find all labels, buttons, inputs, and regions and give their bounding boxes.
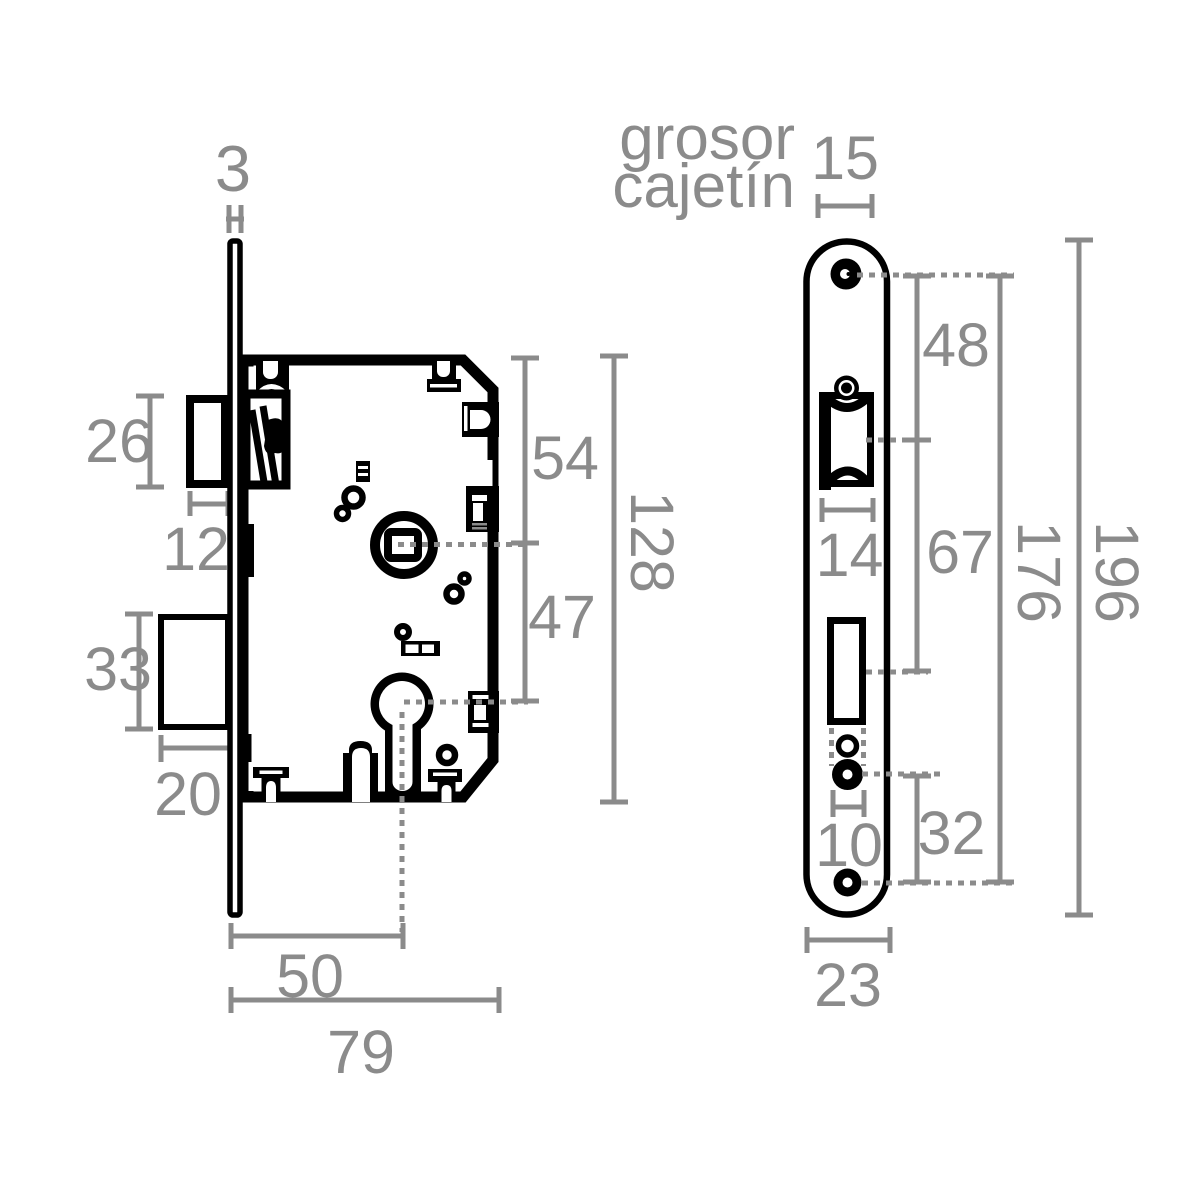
svg-text:3: 3 xyxy=(215,132,251,205)
svg-text:47: 47 xyxy=(528,583,596,651)
svg-text:20: 20 xyxy=(154,760,222,828)
svg-text:54: 54 xyxy=(531,424,599,492)
svg-text:26: 26 xyxy=(85,407,153,475)
svg-text:67: 67 xyxy=(926,518,994,586)
svg-text:15: 15 xyxy=(811,124,879,192)
svg-text:23: 23 xyxy=(814,951,882,1019)
svg-text:cajetín: cajetín xyxy=(612,152,795,221)
svg-text:32: 32 xyxy=(918,799,986,867)
svg-text:50: 50 xyxy=(276,942,344,1010)
svg-text:14: 14 xyxy=(816,521,884,589)
svg-text:33: 33 xyxy=(84,635,152,703)
svg-text:10: 10 xyxy=(815,811,883,879)
svg-text:176: 176 xyxy=(1005,521,1073,623)
svg-text:48: 48 xyxy=(922,311,990,379)
svg-text:79: 79 xyxy=(327,1018,395,1086)
svg-text:grosor: grosor xyxy=(619,104,795,173)
svg-text:128: 128 xyxy=(618,491,686,593)
svg-text:12: 12 xyxy=(162,515,230,583)
svg-text:196: 196 xyxy=(1083,521,1151,623)
